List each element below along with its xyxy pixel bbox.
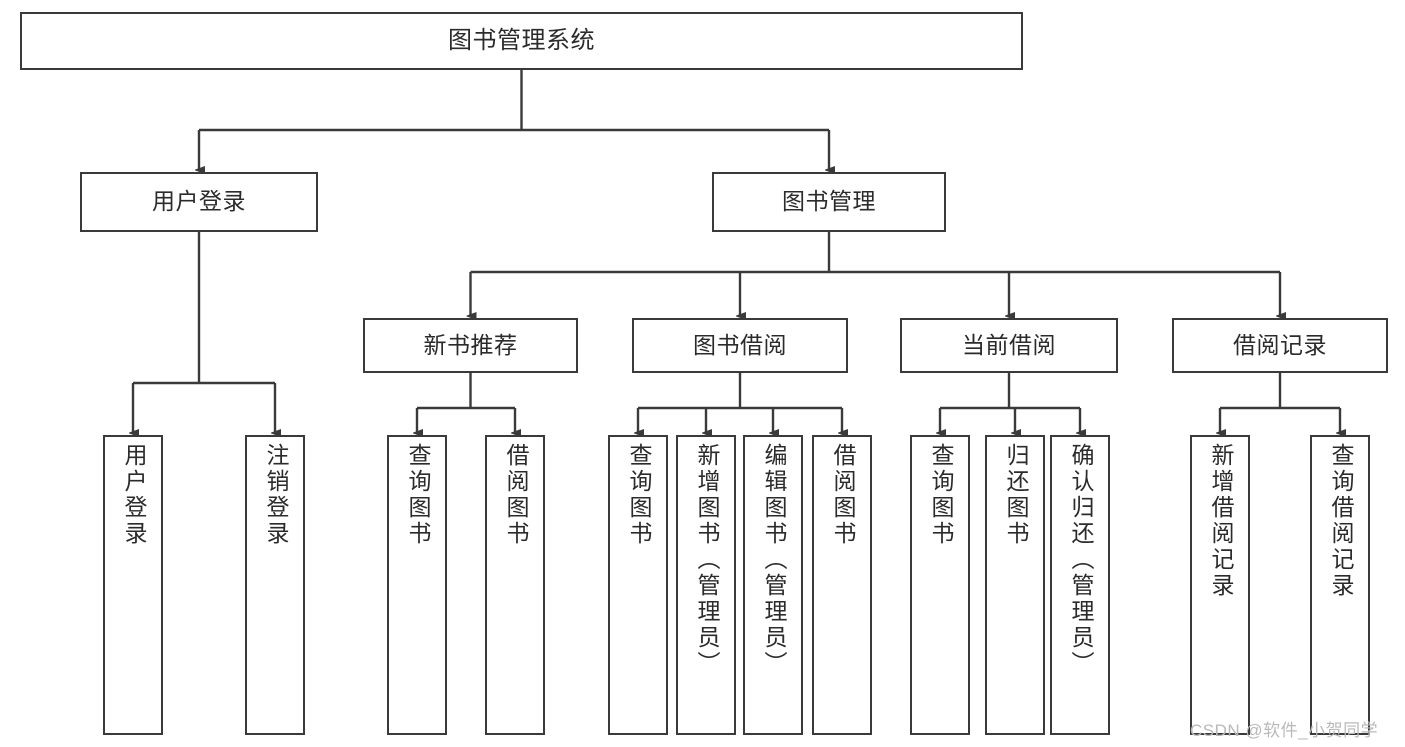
node-borrow-record[interactable]: 借阅记录 <box>1172 318 1388 373</box>
node-label: 用户登录 <box>120 443 147 547</box>
node-leaf-query-record[interactable]: 查询借阅记录 <box>1310 435 1370 735</box>
node-label: 借阅图书 <box>502 443 529 547</box>
node-current-borrow[interactable]: 当前借阅 <box>900 318 1118 373</box>
node-label: 确认归还（管理员） <box>1067 443 1094 677</box>
node-leaf-borrow-book-rec[interactable]: 借阅图书 <box>485 435 545 735</box>
node-leaf-user-login[interactable]: 用户登录 <box>103 435 163 735</box>
node-leaf-add-record[interactable]: 新增借阅记录 <box>1190 435 1250 735</box>
node-label: 查询借阅记录 <box>1327 443 1354 599</box>
node-leaf-add-book[interactable]: 新增图书（管理员） <box>676 435 736 735</box>
node-leaf-edit-book[interactable]: 编辑图书（管理员） <box>743 435 803 735</box>
node-label: 用户登录 <box>152 188 246 215</box>
node-leaf-query-book-borrow[interactable]: 查询图书 <box>608 435 668 735</box>
node-user-login[interactable]: 用户登录 <box>80 172 318 232</box>
node-label: 图书管理系统 <box>448 26 595 54</box>
node-book-borrow[interactable]: 图书借阅 <box>632 318 848 373</box>
node-new-book-rec[interactable]: 新书推荐 <box>363 318 578 373</box>
node-label: 新书推荐 <box>423 331 518 358</box>
node-leaf-borrow-book[interactable]: 借阅图书 <box>812 435 872 735</box>
node-leaf-query-book-cur[interactable]: 查询图书 <box>910 435 970 735</box>
node-label: 注销登录 <box>262 443 289 547</box>
node-root[interactable]: 图书管理系统 <box>20 12 1023 70</box>
node-label: 图书管理 <box>782 188 876 215</box>
node-leaf-return-book[interactable]: 归还图书 <box>985 435 1045 735</box>
node-label: 当前借阅 <box>962 331 1056 358</box>
node-label: 查询图书 <box>927 443 954 547</box>
node-label: 借阅记录 <box>1233 331 1327 358</box>
node-label: 图书借阅 <box>693 331 787 358</box>
node-label: 编辑图书（管理员） <box>760 443 787 677</box>
watermark: CSDN @软件_小贺同学 <box>1190 721 1379 740</box>
node-label: 借阅图书 <box>829 443 856 547</box>
node-leaf-confirm-return[interactable]: 确认归还（管理员） <box>1050 435 1110 735</box>
node-leaf-user-logout[interactable]: 注销登录 <box>245 435 305 735</box>
node-book-manage[interactable]: 图书管理 <box>712 172 946 232</box>
node-label: 查询图书 <box>404 443 431 547</box>
node-label: 归还图书 <box>1002 443 1029 547</box>
node-label: 新增图书（管理员） <box>693 443 720 677</box>
node-leaf-query-book-rec[interactable]: 查询图书 <box>387 435 447 735</box>
node-label: 查询图书 <box>625 443 652 547</box>
node-label: 新增借阅记录 <box>1207 443 1234 599</box>
